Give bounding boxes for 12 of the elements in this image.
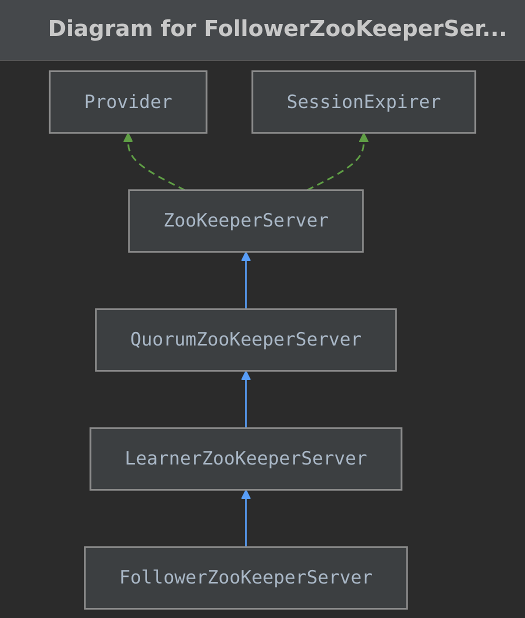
arrow bbox=[240, 370, 251, 428]
arrow bbox=[240, 489, 251, 548]
node-box: SessionExpirer bbox=[251, 70, 476, 134]
arrow bbox=[240, 251, 251, 310]
node-box: Provider bbox=[48, 70, 208, 134]
arrow bbox=[306, 132, 369, 191]
node-box: ZooKeeperServer bbox=[128, 189, 364, 253]
node-box: LearnerZooKeeperServer bbox=[90, 427, 402, 491]
arrow bbox=[123, 132, 186, 191]
node-box: QuorumZooKeeperServer bbox=[95, 308, 397, 372]
node-box: FollowerZooKeeperServer bbox=[84, 546, 408, 610]
diagram-title: Diagram for FollowerZooKeeperSer... bbox=[0, 0, 525, 61]
